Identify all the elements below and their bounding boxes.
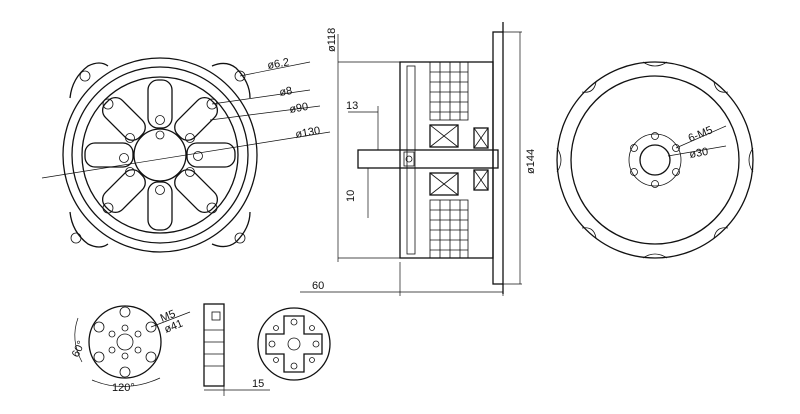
arc-120 <box>91 377 161 387</box>
label-d30: ø30 <box>688 146 709 161</box>
plate-side-view <box>203 303 270 396</box>
mount-plate <box>74 305 191 387</box>
winding-top <box>429 61 469 121</box>
back-view <box>556 61 754 259</box>
rim-inner <box>71 66 249 244</box>
winding-bottom <box>429 199 469 259</box>
winding-hatching-bottom <box>430 200 468 258</box>
shaft <box>357 149 499 169</box>
plate-outline <box>88 305 162 379</box>
label-60: 60 <box>312 280 324 292</box>
adapter-cross <box>265 315 323 373</box>
bearing-top <box>429 124 459 148</box>
back-flange-ring <box>628 133 682 187</box>
label-13: 13 <box>346 100 358 112</box>
label-6-m5: 6-M5 <box>687 124 715 145</box>
plate-side-body <box>203 303 225 387</box>
label-10: 10 <box>345 190 357 202</box>
mount-ears <box>69 62 251 248</box>
back-inner <box>570 75 740 245</box>
back-hub <box>639 144 671 176</box>
label-60deg: 60° <box>70 339 88 359</box>
plate-holes <box>93 306 157 378</box>
side-view <box>300 22 522 296</box>
adapter-outline <box>257 307 331 381</box>
label-m5: M5 <box>159 308 178 325</box>
arc-60 <box>74 317 83 363</box>
back-outer <box>556 61 754 259</box>
outer-rim <box>62 57 258 253</box>
front-leaders <box>41 61 331 179</box>
label-d90: ø90 <box>288 101 309 116</box>
spoke-pockets <box>84 79 236 231</box>
back-bolt-holes <box>630 132 680 188</box>
adapter-view <box>257 307 331 381</box>
spoke-ring <box>81 76 239 234</box>
back-notches <box>556 61 754 259</box>
label-d118: ø118 <box>326 28 338 52</box>
front-view: ø6.2 ø8 ø90 ø130 <box>41 56 331 253</box>
label-d6-2: ø6.2 <box>266 56 290 72</box>
label-120deg: 120° <box>112 382 135 394</box>
label-d144: ø144 <box>525 149 537 174</box>
bearing-bottom <box>429 172 459 196</box>
label-d130: ø130 <box>294 125 321 141</box>
label-15: 15 <box>252 378 264 390</box>
label-d8: ø8 <box>278 85 293 99</box>
inner-holes <box>102 98 218 214</box>
winding-hatching-top <box>430 62 468 120</box>
hub-circle <box>133 128 187 182</box>
